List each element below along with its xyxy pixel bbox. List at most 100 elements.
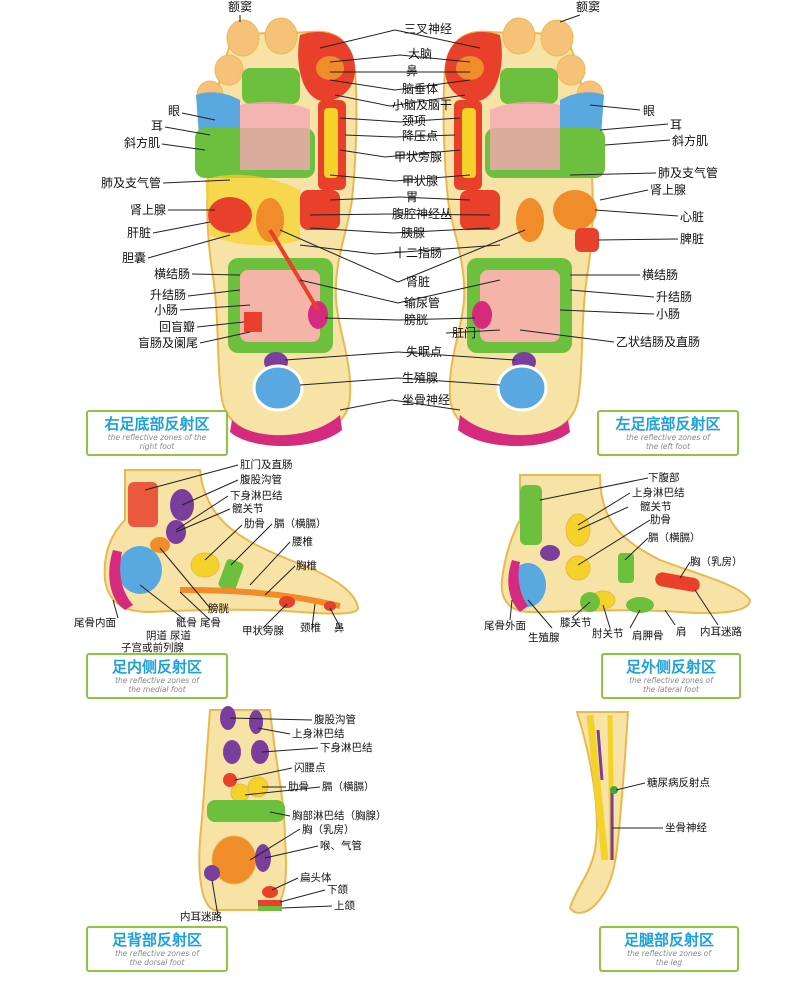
caption-left-sole-title: 左足底部反射区 bbox=[615, 415, 721, 433]
stomach-label: 胃 bbox=[405, 190, 419, 204]
left-small-intestine-label: 小肠 bbox=[656, 307, 681, 321]
medial-parathyroid bbox=[279, 596, 295, 608]
medial-urethra-label: 尿道 bbox=[170, 630, 191, 642]
lateral-shoulder bbox=[626, 597, 654, 613]
anus-label: 肛门 bbox=[451, 326, 477, 340]
medial-uterus bbox=[118, 546, 162, 594]
right-transverse-colon-label: 横结肠 bbox=[153, 267, 190, 281]
lateral-shoulder-label: 肩 bbox=[676, 626, 687, 638]
left-adrenal-label: 肾上腺 bbox=[650, 183, 687, 197]
solar-plexus-label: 腹腔神经丛 bbox=[391, 207, 453, 221]
leg-sciatic bbox=[596, 729, 604, 781]
right-lung-zone bbox=[240, 101, 310, 170]
nose-label: 鼻 bbox=[405, 64, 419, 78]
caption-medial-title: 足内侧反射区 bbox=[111, 658, 202, 676]
medial-spine bbox=[179, 587, 341, 609]
medial-vagina-label: 阴道 bbox=[146, 630, 167, 642]
dorsal-lower-lymph bbox=[251, 740, 269, 764]
caption-dorsal-en1: the reflective zones of bbox=[115, 949, 199, 958]
caption-medial-en2: the medial foot bbox=[128, 684, 186, 694]
sciatic-label: 坐骨神经 bbox=[401, 393, 451, 407]
dorsal-inguinal-label: 腹股沟管 bbox=[314, 714, 356, 726]
caption-left-sole: 左足底部反射区 the reflective zones of the left… bbox=[597, 410, 739, 456]
neck-label: 颈项 bbox=[401, 114, 427, 128]
dorsal-lower-jaw-label: 下颌 bbox=[327, 884, 348, 896]
trigeminal-label: 三叉神经 bbox=[403, 22, 453, 36]
dorsal-diaphragm bbox=[207, 800, 285, 822]
caption-lateral: 足外侧反射区 the reflective zones of the later… bbox=[601, 653, 741, 699]
left-small-intestine bbox=[480, 270, 560, 342]
lateral-elbow-label: 肘关节 bbox=[592, 628, 624, 640]
leader-lines bbox=[112, 14, 719, 917]
medial-foot bbox=[103, 469, 360, 615]
medial-rib bbox=[190, 552, 220, 578]
left-toe-3 bbox=[556, 54, 586, 86]
right-ureter bbox=[268, 228, 320, 312]
lateral-upper-lymph-label: 上身淋巴结 bbox=[632, 487, 685, 499]
dorsal-larynx bbox=[255, 844, 271, 872]
caption-lateral-en2: the lateral foot bbox=[643, 684, 699, 694]
lateral-diaphragm bbox=[618, 553, 634, 583]
lateral-coccyx bbox=[508, 560, 528, 612]
dorsal-waist-label: 闪腰点 bbox=[294, 762, 326, 774]
lateral-coccyx-outer-label: 尾骨外面 bbox=[484, 620, 526, 632]
bp-point-label: 降压点 bbox=[401, 129, 439, 143]
medial-rib-label: 肋骨 bbox=[244, 518, 265, 530]
medial-coccyx-label: 尾骨 bbox=[200, 617, 221, 629]
gonad-label: 生殖腺 bbox=[401, 371, 439, 385]
parathyroid-label: 甲状旁腺 bbox=[393, 150, 443, 164]
dorsal-rib-label: 肋骨 bbox=[288, 781, 309, 793]
dorsal-thymus-label: 胸部淋巴结（胸腺） bbox=[292, 810, 387, 822]
left-eye-ear-zone bbox=[500, 68, 558, 104]
dorsal-upper-lymph-label: 上身淋巴结 bbox=[292, 728, 345, 740]
lateral-diaphragm-label: 膈（横膈） bbox=[648, 532, 701, 544]
left-eye-label: 眼 bbox=[643, 104, 656, 118]
right-frontal-sinus-label: 额窦 bbox=[227, 0, 253, 14]
kidney-label: 肾脏 bbox=[405, 275, 431, 289]
lateral-foot bbox=[500, 474, 752, 615]
right-parathyroid-zone bbox=[324, 108, 338, 178]
lateral-scapula-label: 肩胛骨 bbox=[632, 630, 664, 642]
caption-leg: 足腿部反射区 the reflective zones of the leg bbox=[599, 926, 739, 972]
pituitary-label: 脑垂体 bbox=[401, 82, 439, 96]
leg-diabetes-label: 糖尿病反射点 bbox=[647, 777, 710, 789]
right-cecum-label: 盲肠及阑尾 bbox=[137, 336, 198, 350]
caption-left-sole-en1: the reflective zones of bbox=[626, 433, 710, 442]
left-frontal-sinus-label: 额窦 bbox=[575, 0, 601, 14]
medial-lower-lymph-label: 下身淋巴结 bbox=[230, 490, 283, 502]
lateral-knee bbox=[565, 555, 591, 581]
dorsal-jaw-upper bbox=[258, 906, 282, 911]
dorsal-breast-label: 胸（乳房） bbox=[302, 824, 355, 836]
lateral-breast bbox=[655, 572, 700, 592]
lateral-abdomen-label: 下腹部 bbox=[648, 472, 680, 484]
pancreas-label: 胰腺 bbox=[400, 226, 426, 240]
left-spleen-label: 脾脏 bbox=[680, 232, 705, 246]
leg-diabetes-point bbox=[610, 786, 618, 794]
right-stomach bbox=[300, 190, 340, 230]
right-trapezius-label: 斜方肌 bbox=[123, 136, 160, 150]
right-pituitary bbox=[316, 56, 344, 80]
lateral-breast-label: 胸（乳房） bbox=[690, 556, 743, 568]
dorsal-inner-ear-label: 内耳迷路 bbox=[180, 911, 222, 923]
right-ileocecal bbox=[244, 312, 262, 332]
lateral-knee-label: 膝关节 bbox=[560, 617, 592, 629]
dorsal-lymph-upper bbox=[249, 710, 263, 734]
dorsal-larynx-label: 喉、气管 bbox=[320, 840, 362, 852]
caption-left-sole-en2: the left foot bbox=[645, 441, 691, 451]
left-ascending-colon-label: 升结肠 bbox=[656, 290, 693, 304]
medial-anus-zone bbox=[128, 482, 158, 527]
dorsal-tonsil-label: 扁头体 bbox=[300, 872, 332, 884]
left-ear-label: 耳 bbox=[670, 118, 683, 132]
medial-anus-label: 肛门及直肠 bbox=[240, 459, 293, 471]
dorsal-waist-point bbox=[223, 773, 237, 787]
caption-dorsal-title: 足背部反射区 bbox=[111, 931, 202, 949]
left-sigmoid-label: 乙状结肠及直肠 bbox=[616, 335, 701, 349]
right-lung-label: 肺及支气管 bbox=[100, 176, 161, 190]
caption-lateral-en1: the reflective zones of bbox=[629, 676, 713, 685]
right-toe-3 bbox=[214, 54, 244, 86]
dorsal-jaw-lower bbox=[258, 900, 282, 906]
caption-lateral-title: 足外侧反射区 bbox=[625, 658, 716, 676]
right-liver-label: 肝脏 bbox=[126, 226, 151, 240]
caption-right-sole-title: 右足底部反射区 bbox=[104, 415, 210, 433]
